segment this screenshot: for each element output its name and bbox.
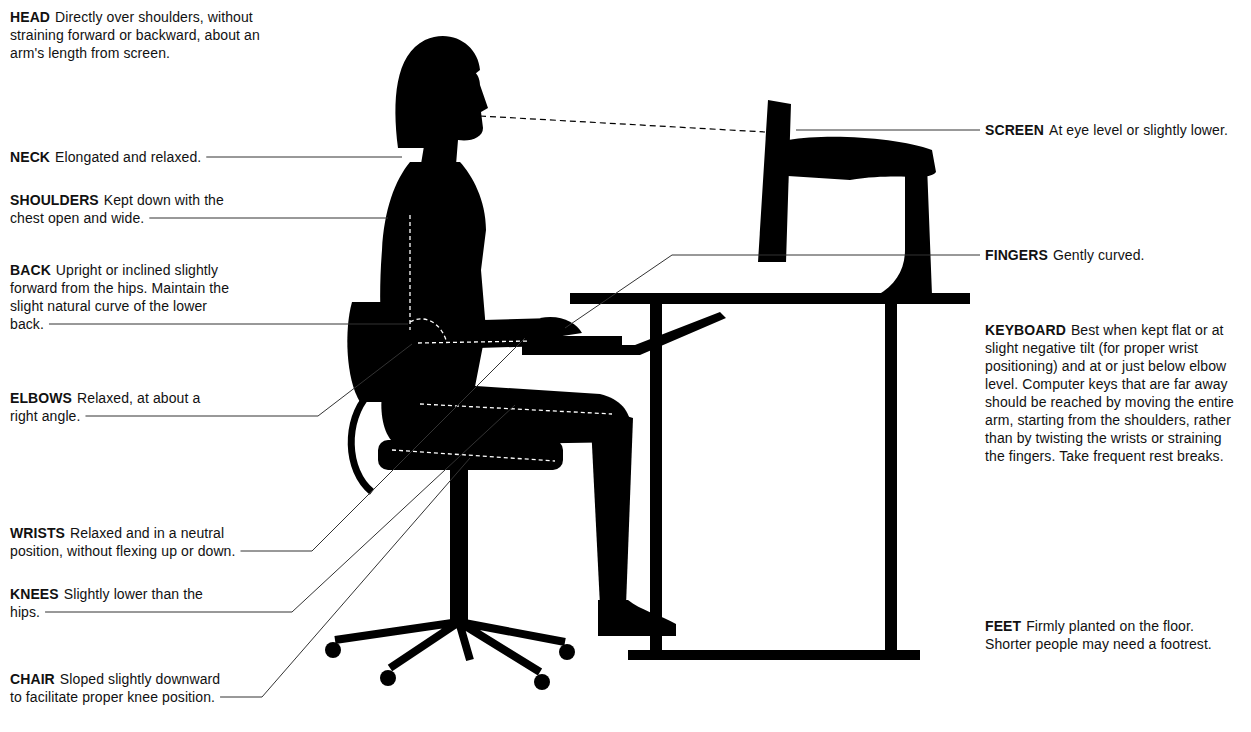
part-heading: FINGERS: [985, 247, 1048, 263]
callout-label: ELBOWSRelaxed, at about a right angle.: [10, 389, 210, 425]
monitor: [758, 100, 936, 295]
posture-guides: [392, 215, 612, 461]
forearm: [412, 318, 562, 350]
chair-column: [450, 470, 468, 622]
part-heading: KEYBOARD: [985, 322, 1066, 338]
desk-base: [628, 650, 920, 660]
callout-label: SHOULDERSKept down with the chest open a…: [10, 191, 240, 227]
part-heading: FEET: [985, 618, 1021, 634]
torso: [380, 162, 486, 406]
chair-wheel: [559, 644, 575, 660]
chair-wheel: [325, 642, 341, 658]
callout-label: FINGERS Gently curved.: [985, 246, 1235, 264]
seat-guide: [392, 450, 555, 461]
part-heading: HEAD: [10, 9, 50, 25]
part-note: Gently curved.: [1053, 247, 1145, 263]
part-heading: NECK: [10, 149, 50, 165]
leader-line: [220, 458, 470, 697]
leader-line: [149, 218, 388, 219]
desk-leg: [650, 304, 662, 654]
chair-wheel: [534, 674, 550, 690]
callout-label: KEYBOARDBest when kept flat or at slight…: [985, 321, 1243, 465]
callout-label: WRISTSRelaxed and in a neutral position,…: [10, 524, 280, 560]
leader-line: [45, 405, 515, 612]
leader-line: [206, 157, 402, 158]
callout-label: FEETFirmly planted on the floor. Shorter…: [985, 617, 1235, 653]
leader-line: [796, 130, 980, 131]
part-heading: CHAIR: [10, 671, 55, 687]
monitor-screen: [758, 100, 791, 262]
leader-line: [565, 255, 980, 328]
part-heading: BACK: [10, 262, 51, 278]
sight-line: [480, 116, 765, 132]
person-silhouette: [380, 36, 676, 636]
desk: [522, 293, 970, 660]
lumbar-guide: [410, 319, 446, 340]
chair-base: [335, 622, 565, 672]
desk-leg: [885, 304, 897, 654]
part-heading: WRISTS: [10, 525, 65, 541]
callout-label: NECK Elongated and relaxed.: [10, 148, 290, 166]
callout-label: HEADDirectly over shoulders, without str…: [10, 8, 285, 62]
part-heading: SCREEN: [985, 122, 1044, 138]
part-note: Best when kept flat or at slight negativ…: [985, 322, 1234, 464]
hand: [540, 317, 582, 337]
callout-label: BACKUpright or inclined slightly forward…: [10, 261, 245, 333]
leader-line: [241, 338, 526, 551]
back-guide: [409, 215, 410, 330]
monitor-pole: [878, 165, 932, 295]
part-heading: KNEES: [10, 586, 59, 602]
callout-label: SCREEN At eye level or slightly lower.: [985, 121, 1235, 139]
head: [420, 66, 488, 170]
foot: [598, 600, 676, 636]
thigh-guide: [420, 404, 612, 414]
chair-wheel: [380, 670, 396, 686]
part-note: Elongated and relaxed.: [55, 149, 201, 165]
part-heading: ELBOWS: [10, 390, 72, 406]
callout-label: KNEESSlightly lower than the hips.: [10, 585, 225, 621]
chair-frame: [351, 395, 372, 492]
elbow-guide: [418, 341, 530, 343]
callout-label: CHAIRSloped slightly downward to facilit…: [10, 670, 225, 706]
leader-line: [49, 324, 408, 325]
part-heading: SHOULDERS: [10, 192, 99, 208]
shin: [590, 405, 633, 606]
part-note: At eye level or slightly lower.: [1049, 122, 1228, 138]
